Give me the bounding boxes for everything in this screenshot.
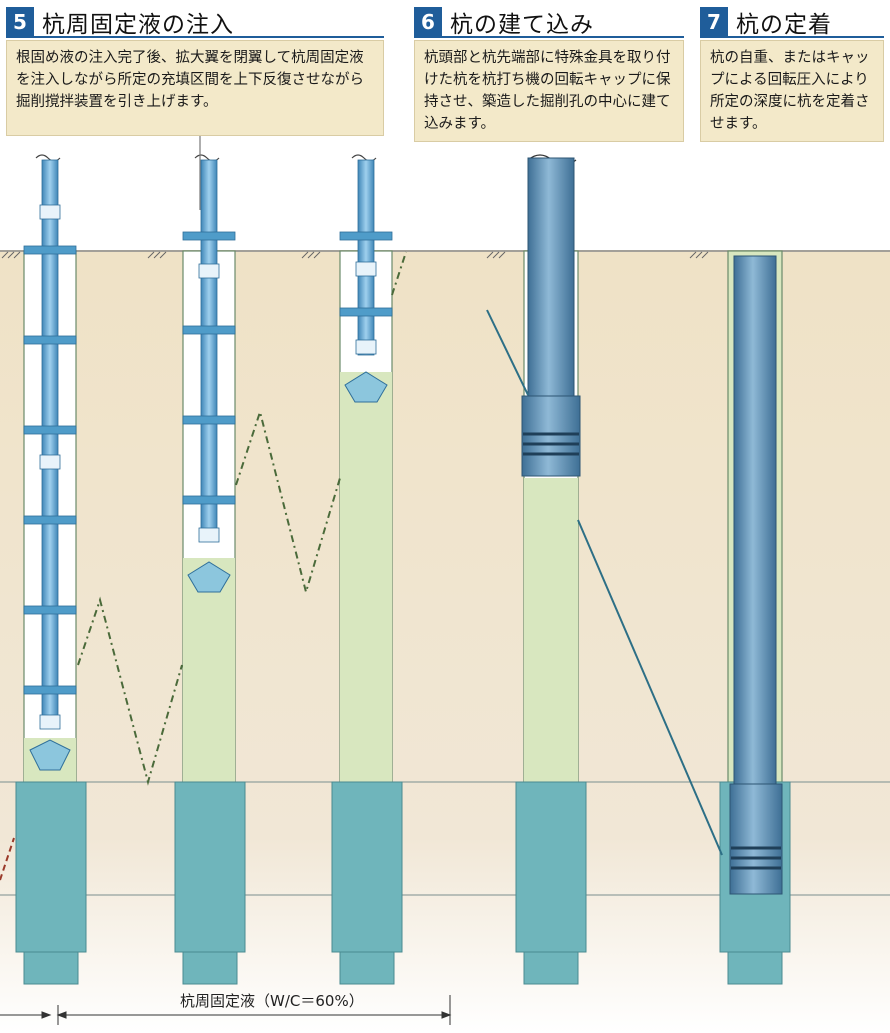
pile-guide-line-6: [486, 309, 529, 396]
step-7-header: 7 杭の定着: [700, 6, 832, 38]
bore-4-base-bottom: [523, 951, 579, 985]
bore-3-base: [331, 781, 403, 953]
pile-7: [729, 255, 783, 895]
caption-dimension-line: [0, 995, 452, 1025]
step-5-rule: [6, 36, 384, 38]
bore-5-base-bottom: [727, 951, 783, 985]
step-5-number: 5: [6, 7, 34, 37]
ground-hatch-marks: [1, 251, 709, 259]
step-6-description: 杭頭部と杭先端部に特殊金具を取り付けた杭を杭打ち機の回転キャップに保持させ、築造…: [414, 40, 684, 142]
fluid-motion-path-red: [0, 837, 15, 881]
bore-1-base: [15, 781, 87, 953]
step-5-description: 根固め液の注入完了後、拡大翼を閉翼して杭周固定液を注入しながら所定の充填区間を上…: [6, 40, 384, 136]
fluid-motion-path: [77, 251, 407, 786]
pile-guide-line-7: [577, 519, 723, 856]
bore-3-fluid: [340, 372, 392, 782]
step-6-header: 6 杭の建て込み: [414, 6, 594, 38]
fluid-caption: 杭周固定液（W/C＝60%）: [180, 992, 364, 1010]
step-7-number: 7: [700, 7, 728, 37]
drill-rod-2: [182, 120, 236, 593]
drill-rod-3: [339, 154, 393, 403]
bore-3-base-bottom: [339, 951, 395, 985]
step-7-description: 杭の自重、またはキャップによる回転圧入により所定の深度に杭を定着させます。: [700, 40, 884, 142]
step-5-header: 5 杭周固定液の注入: [6, 6, 234, 38]
bore-2-fluid: [183, 558, 235, 782]
pile-6: [521, 154, 581, 477]
bore-4-fluid: [524, 478, 578, 782]
bore-2-base: [174, 781, 246, 953]
drill-rod-1: [23, 154, 77, 771]
bore-1-base-bottom: [23, 951, 79, 985]
step-7-rule: [700, 36, 884, 38]
step-6-number: 6: [414, 7, 442, 37]
step-5-title: 杭周固定液の注入: [42, 12, 234, 38]
bore-4-base: [515, 781, 587, 953]
step-6-title: 杭の建て込み: [450, 12, 594, 38]
bore-2-base-bottom: [182, 951, 238, 985]
step-6-rule: [414, 36, 684, 38]
step-7-title: 杭の定着: [736, 12, 832, 38]
